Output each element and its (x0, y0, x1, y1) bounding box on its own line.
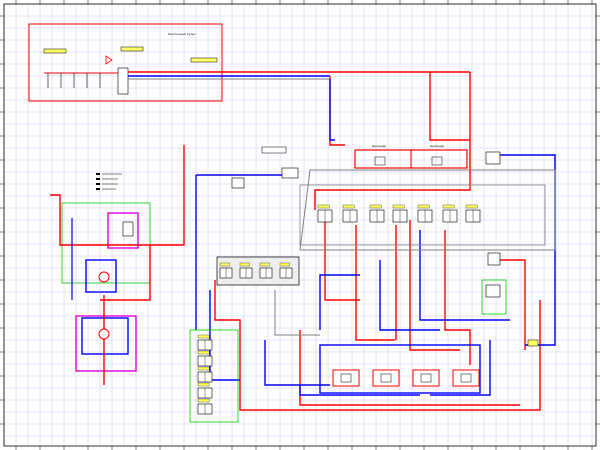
selector-valve-icon[interactable] (117, 67, 129, 95)
hydraulic-valve-icon (485, 284, 501, 298)
hydraulic-valve-icon (460, 373, 472, 383)
tag-label (317, 204, 330, 209)
tag-label (417, 204, 430, 209)
cylinder-block[interactable]: Цилиндр Цилиндр (354, 144, 468, 169)
upper-valve-row[interactable] (317, 204, 481, 223)
tag-label (190, 57, 218, 63)
top-center-device[interactable] (231, 146, 299, 189)
tag-label (43, 48, 67, 54)
hydraulic-valve-icon (281, 167, 299, 179)
control-panel-block[interactable]: Кнопочный пульт (28, 23, 470, 102)
control-panel-title: Кнопочный пульт (168, 32, 196, 36)
left-legend (96, 173, 122, 190)
tag-label (197, 350, 210, 355)
cylinder-left-label: Цилиндр (372, 144, 386, 148)
pump-icon (105, 55, 113, 65)
manifold-block[interactable] (216, 256, 300, 286)
tag-label (197, 382, 210, 387)
hydraulic-valve-icon (340, 373, 352, 383)
actuator-group[interactable] (319, 344, 481, 394)
tag-label (219, 262, 230, 267)
pressure-lines (150, 72, 541, 411)
tag-label (197, 398, 210, 403)
tag-label (369, 204, 382, 209)
hydraulic-valve-icon (231, 177, 245, 189)
return-lines (195, 79, 556, 396)
hydraulic-valve-icon (485, 151, 501, 165)
tag-label (342, 204, 355, 209)
hydraulic-valve-icon (420, 373, 432, 383)
right-side-block[interactable] (481, 151, 539, 347)
tag-label (197, 334, 210, 339)
hydraulic-valve-icon (380, 373, 392, 383)
tag-label (392, 204, 405, 209)
pilot-lines (274, 169, 556, 336)
pump-icon (98, 271, 110, 283)
hydraulic-valve-icon (122, 221, 134, 237)
tag-label (239, 262, 250, 267)
tag-label (279, 262, 290, 267)
tag-label (465, 204, 478, 209)
tag-label (442, 204, 455, 209)
left-pump-group[interactable] (50, 194, 151, 385)
tag-label (120, 46, 144, 52)
button-stems (47, 73, 101, 88)
tag-label (259, 262, 270, 267)
hydraulic-valve-icon (487, 252, 501, 266)
pressure-gauge-icon (98, 328, 110, 340)
cylinder-right-label: Цилиндр (430, 144, 444, 148)
lower-left-valve-stack[interactable] (189, 329, 239, 423)
tag-label (197, 366, 210, 371)
